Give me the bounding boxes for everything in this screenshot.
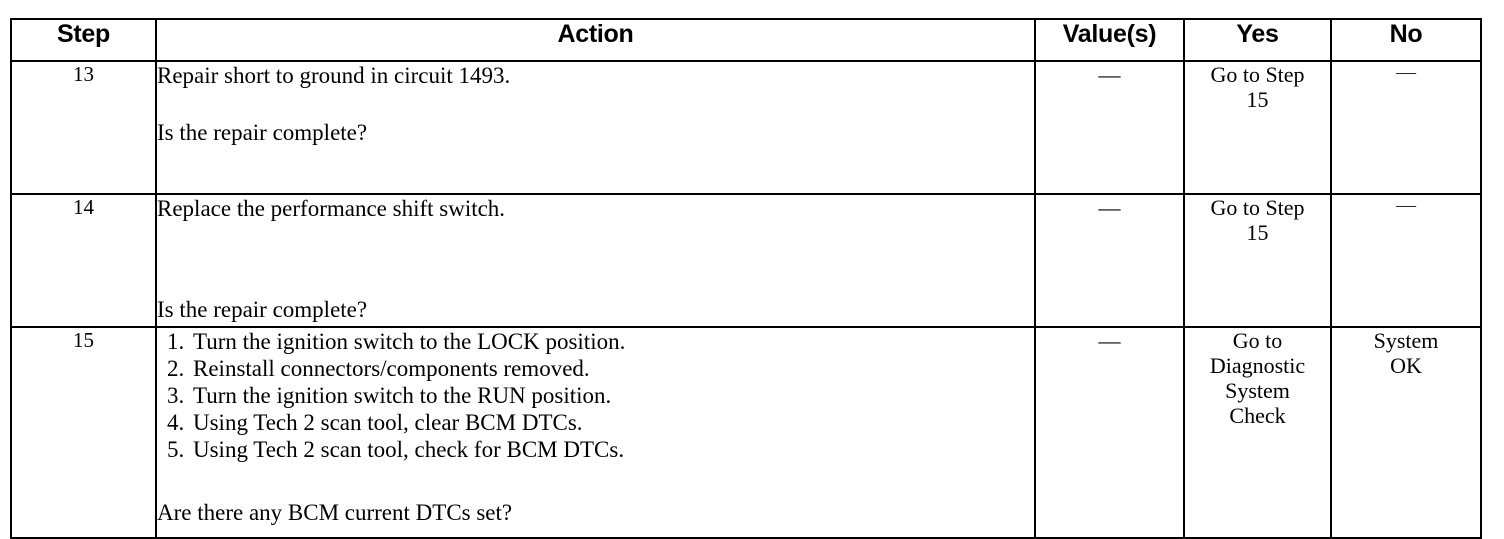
no-result: — xyxy=(1332,195,1480,215)
column-header-action: Action xyxy=(155,18,1036,62)
diagnostic-table: Step Action Value(s) Yes No 13 Repair sh… xyxy=(10,18,1482,539)
yes-line: 15 xyxy=(1246,220,1269,246)
yes-line: System xyxy=(1225,378,1290,404)
cell-step-number: 13 xyxy=(10,60,157,195)
list-item-number: 3. xyxy=(167,383,185,409)
cell-action: 1. Turn the ignition switch to the LOCK p… xyxy=(155,326,1036,539)
no-dash: — xyxy=(1396,194,1416,216)
cell-step-number: 15 xyxy=(10,326,157,539)
yes-line: Check xyxy=(1229,403,1286,429)
column-header-step: Step xyxy=(10,18,157,62)
cell-action: Repair short to ground in circuit 1493. … xyxy=(155,60,1036,195)
no-result: — xyxy=(1332,62,1480,82)
list-item-text: Turn the ignition switch to the LOCK pos… xyxy=(193,329,626,354)
yes-line: 15 xyxy=(1246,87,1269,113)
column-header-value: Value(s) xyxy=(1034,18,1185,62)
action-question: Is the repair complete? xyxy=(157,297,368,323)
value-dash: — xyxy=(1098,62,1121,87)
spacer xyxy=(157,463,1034,499)
yes-line: Go to Step xyxy=(1210,195,1305,220)
cell-no: — xyxy=(1330,60,1482,195)
no-result: System OK xyxy=(1332,328,1480,378)
header-row: Step Action Value(s) Yes No xyxy=(10,18,1482,62)
cell-action: Replace the performance shift switch. Is… xyxy=(155,193,1036,328)
list-item-number: 1. xyxy=(167,329,185,354)
list-item-number: 4. xyxy=(167,410,185,436)
list-item-text: Reinstall connectors/components removed. xyxy=(193,356,590,382)
list-item: 1. Turn the ignition switch to the LOCK p… xyxy=(157,328,1034,355)
no-line: OK xyxy=(1390,353,1422,379)
cell-yes: Go to Step 15 xyxy=(1183,60,1332,195)
column-header-yes: Yes xyxy=(1183,18,1332,62)
list-item: 5. Using Tech 2 scan tool, check for BCM … xyxy=(157,436,1034,463)
no-line: System xyxy=(1373,328,1439,353)
action-question: Are there any BCM current DTCs set? xyxy=(157,500,513,526)
table-body: 13 Repair short to ground in circuit 149… xyxy=(10,60,1482,539)
no-dash: — xyxy=(1396,61,1416,83)
action-question: Is the repair complete? xyxy=(157,120,368,146)
cell-value: — xyxy=(1034,60,1185,195)
yes-line: Diagnostic xyxy=(1209,353,1306,379)
cell-yes: Go to Step 15 xyxy=(1183,193,1332,328)
spacer xyxy=(157,222,1034,296)
cell-yes: Go to Diagnostic System Check xyxy=(1183,326,1332,539)
spacer xyxy=(157,89,1034,119)
yes-result: Go to Diagnostic System Check xyxy=(1185,328,1330,428)
table-row: 13 Repair short to ground in circuit 149… xyxy=(10,60,1482,195)
action-instruction: Replace the performance shift switch. xyxy=(157,196,506,221)
value-dash: — xyxy=(1098,328,1121,353)
action-instruction: Repair short to ground in circuit 1493. xyxy=(157,63,511,88)
cell-no: System OK xyxy=(1330,326,1482,539)
yes-result: Go to Step 15 xyxy=(1185,195,1330,245)
cell-value: — xyxy=(1034,193,1185,328)
column-header-no: No xyxy=(1330,18,1482,62)
cell-no: — xyxy=(1330,193,1482,328)
table-row: 14 Replace the performance shift switch.… xyxy=(10,193,1482,328)
list-item-number: 2. xyxy=(167,356,185,382)
yes-result: Go to Step 15 xyxy=(1185,62,1330,112)
yes-line: Go to xyxy=(1232,328,1283,353)
cell-step-number: 14 xyxy=(10,193,157,328)
list-item-text: Using Tech 2 scan tool, clear BCM DTCs. xyxy=(193,410,583,436)
list-item: 4. Using Tech 2 scan tool, clear BCM DTCs… xyxy=(157,409,1034,436)
cell-value: — xyxy=(1034,326,1185,539)
value-dash: — xyxy=(1098,195,1121,220)
list-item: 2. Reinstall connectors/components remove… xyxy=(157,355,1034,382)
list-item-text: Turn the ignition switch to the RUN posi… xyxy=(193,383,612,409)
action-step-list: 1. Turn the ignition switch to the LOCK p… xyxy=(157,328,1034,463)
list-item: 3. Turn the ignition switch to the RUN po… xyxy=(157,382,1034,409)
list-item-number: 5. xyxy=(167,437,185,463)
table-header: Step Action Value(s) Yes No xyxy=(10,18,1482,62)
list-item-text: Using Tech 2 scan tool, check for BCM DT… xyxy=(193,437,625,463)
table-row: 15 1. Turn the ignition switch to the LOC… xyxy=(10,326,1482,539)
yes-line: Go to Step xyxy=(1210,62,1305,87)
